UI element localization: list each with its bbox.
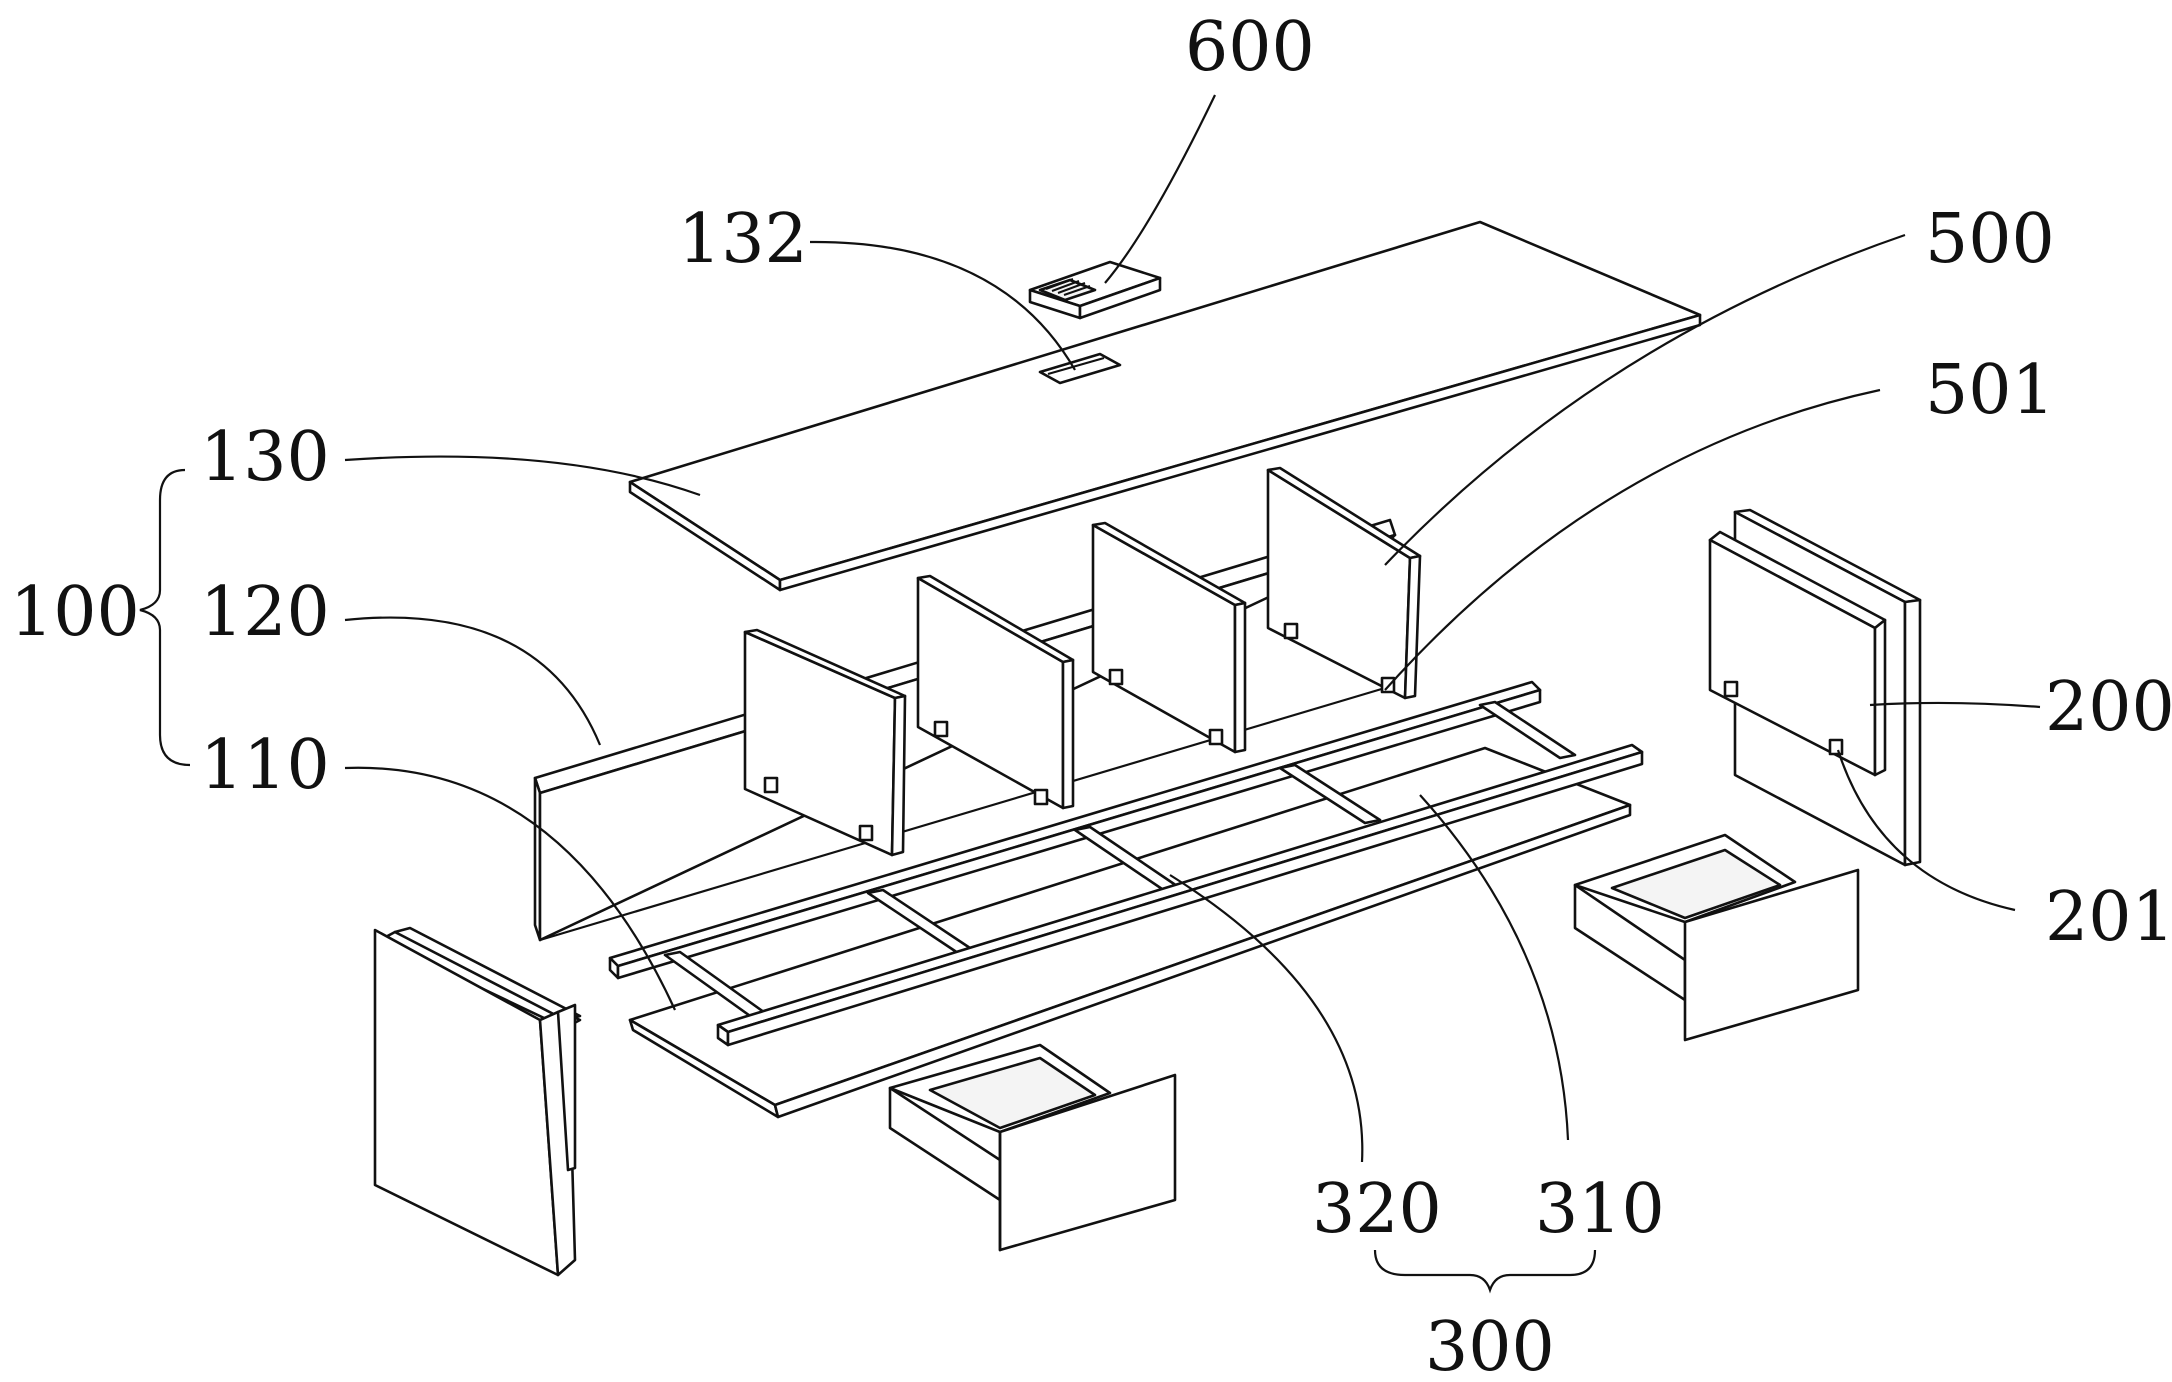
module-600 bbox=[1028, 260, 1162, 320]
drawer-front-right bbox=[1573, 833, 1860, 1042]
divider-panel-2 bbox=[916, 574, 1075, 810]
label-320: 320 bbox=[1312, 1170, 1442, 1249]
notch-501 bbox=[1380, 676, 1396, 694]
crossbar-320-5 bbox=[1478, 700, 1577, 760]
side-panel-left bbox=[373, 926, 582, 1277]
side-panel-200 bbox=[1708, 508, 1922, 867]
label-130: 130 bbox=[200, 418, 330, 497]
crossbar-320-4 bbox=[1278, 763, 1382, 825]
label-132: 132 bbox=[678, 200, 808, 279]
frame-300 bbox=[608, 680, 1644, 1047]
drawer-front-left bbox=[888, 1043, 1177, 1252]
notch-201 bbox=[1828, 738, 1844, 756]
label-201: 201 bbox=[2045, 878, 2172, 957]
leader-lines bbox=[139, 94, 2041, 1294]
label-501: 501 bbox=[1925, 351, 2055, 430]
label-200: 200 bbox=[2045, 668, 2172, 747]
label-110: 110 bbox=[200, 726, 330, 805]
label-300: 300 bbox=[1425, 1308, 1555, 1382]
label-100: 100 bbox=[10, 573, 140, 652]
label-310: 310 bbox=[1535, 1170, 1665, 1249]
label-500: 500 bbox=[1925, 200, 2055, 279]
divider-panel-3 bbox=[1091, 521, 1247, 754]
slot-132 bbox=[1038, 352, 1122, 385]
label-600: 600 bbox=[1185, 8, 1315, 87]
divider-panel-1 bbox=[743, 628, 907, 857]
divider-panel-500 bbox=[1266, 466, 1422, 700]
label-120: 120 bbox=[200, 573, 330, 652]
